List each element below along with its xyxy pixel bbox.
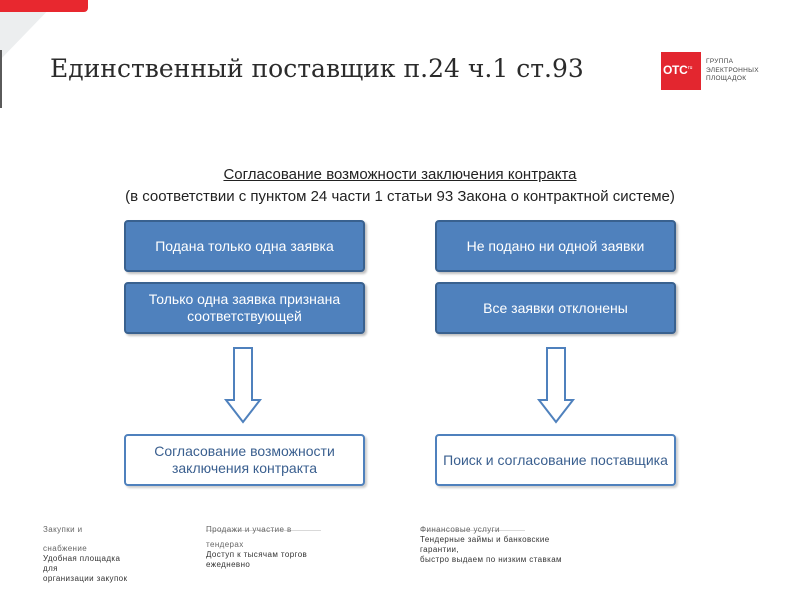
footer-heading: снабжение [43, 544, 88, 553]
footer-col-sales: Продажи и участие в тендерах Доступ к ты… [206, 525, 386, 570]
footer-heading: Финансовые услуги [420, 525, 500, 534]
diagram-note: (в соответствии с пунктом 24 части 1 ста… [125, 188, 675, 205]
footer-line: Доступ к тысячам торгов [206, 550, 308, 559]
logo: ОТС ru [661, 52, 701, 90]
footer-divider [206, 530, 321, 531]
logo-mark: ОТС [663, 63, 688, 77]
title-rule [0, 50, 2, 108]
logo-caption-line: ГРУППА [706, 58, 734, 65]
left-condition-box-2: Только одна заявка признана соответствую… [124, 282, 365, 334]
footer-line: Тендерные займы и банковские [420, 535, 550, 544]
left-result-box: Согласование возможности заключения конт… [124, 434, 365, 486]
footer-line: ежедневно [206, 560, 251, 569]
footer-line: организации закупок [43, 574, 128, 583]
footer-line: быстро выдаем по низким ставкам [420, 555, 562, 564]
logo-mark-suffix: ru [688, 65, 693, 71]
left-condition-box-1: Подана только одна заявка [124, 220, 365, 272]
footer-line: Удобная площадка [43, 554, 121, 563]
diagram-heading: Согласование возможности заключения конт… [223, 166, 577, 183]
footer-heading: Закупки и [43, 525, 83, 534]
left-down-arrow-icon [223, 347, 263, 424]
footer-col-finance: Финансовые услуги Тендерные займы и банк… [420, 525, 620, 565]
logo-caption-line: ПЛОЩАДОК [706, 75, 747, 82]
footer-line: для [43, 564, 58, 573]
logo-caption-line: ЭЛЕКТРОННЫХ [706, 66, 759, 74]
footer-heading: тендерах [206, 540, 244, 549]
footer-col-purchases: Закупки и снабжение Удобная площадка для… [43, 525, 193, 584]
page-title: Единственный поставщик п.24 ч.1 ст.93 [50, 54, 584, 83]
corner-accent-bar [0, 0, 88, 12]
right-condition-box-1: Не подано ни одной заявки [435, 220, 676, 272]
right-down-arrow-icon [536, 347, 576, 424]
logo-caption: ГРУППА ЭЛЕКТРОННЫХ ПЛОЩАДОК [706, 58, 759, 84]
footer-divider [420, 530, 525, 531]
right-result-box: Поиск и согласование поставщика [435, 434, 676, 486]
right-condition-box-2: Все заявки отклонены [435, 282, 676, 334]
footer-line: гарантии, [420, 545, 459, 554]
footer-heading: Продажи и участие в [206, 525, 292, 534]
